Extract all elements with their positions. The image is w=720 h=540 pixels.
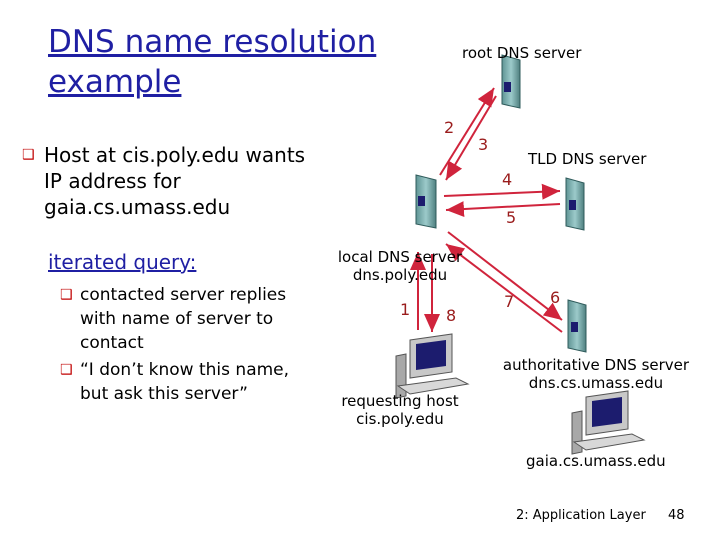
requesting-host-domain: cis.poly.edu — [356, 410, 444, 428]
server-icon — [501, 54, 521, 109]
local-server-name: local DNS server — [337, 248, 463, 266]
step-1-label: 1 — [400, 300, 411, 319]
authoritative-server-name: authoritative DNS server — [502, 356, 690, 374]
step-7-label: 7 — [504, 292, 515, 311]
bullet-icon: ❑ — [60, 287, 73, 303]
step-2-label: 2 — [444, 118, 455, 137]
server-icon — [415, 174, 437, 229]
step-5-label: 5 — [506, 208, 517, 227]
computer-icon — [395, 333, 470, 399]
step-6-label: 6 — [550, 288, 561, 307]
arrow-3 — [445, 95, 497, 181]
server-icon — [567, 299, 587, 353]
iterated-query-heading: iterated query: — [48, 250, 197, 274]
query-bullet-2: ❑ “I don’t know this name, but ask this … — [60, 360, 290, 404]
authoritative-server-label: authoritative DNS server dns.cs.umass.ed… — [496, 356, 696, 392]
arrow-6 — [447, 231, 563, 321]
arrow-5 — [445, 201, 561, 218]
page-title: DNS name resolution example — [48, 24, 377, 100]
query-bullet-1: ❑ contacted server replies with name of … — [60, 285, 287, 353]
root-server-label: root DNS server — [462, 44, 582, 62]
local-server-host: dns.poly.edu — [352, 266, 448, 284]
bullet-icon: ❑ — [60, 362, 73, 378]
requesting-host-name: requesting host — [341, 392, 459, 410]
footer-page-number: 48 — [668, 508, 685, 523]
host-bullet: ❑ Host at cis.poly.edu wants IP address … — [22, 143, 306, 219]
arrow-4 — [443, 183, 561, 200]
tld-server-label: TLD DNS server — [528, 150, 647, 168]
step-8-label: 8 — [446, 306, 457, 325]
server-icon — [565, 177, 585, 231]
bullet-icon: ❑ — [22, 147, 35, 163]
footer-chapter: 2: Application Layer — [516, 508, 646, 523]
arrow-7 — [445, 243, 563, 333]
step-3-label: 3 — [478, 135, 489, 154]
requesting-host-label: requesting host cis.poly.edu — [330, 392, 470, 428]
destination-host-label: gaia.cs.umass.edu — [526, 452, 666, 470]
step-4-label: 4 — [502, 170, 513, 189]
local-server-label: local DNS server dns.poly.edu — [330, 248, 470, 284]
authoritative-server-host: dns.cs.umass.edu — [528, 374, 664, 392]
computer-icon — [571, 390, 646, 455]
